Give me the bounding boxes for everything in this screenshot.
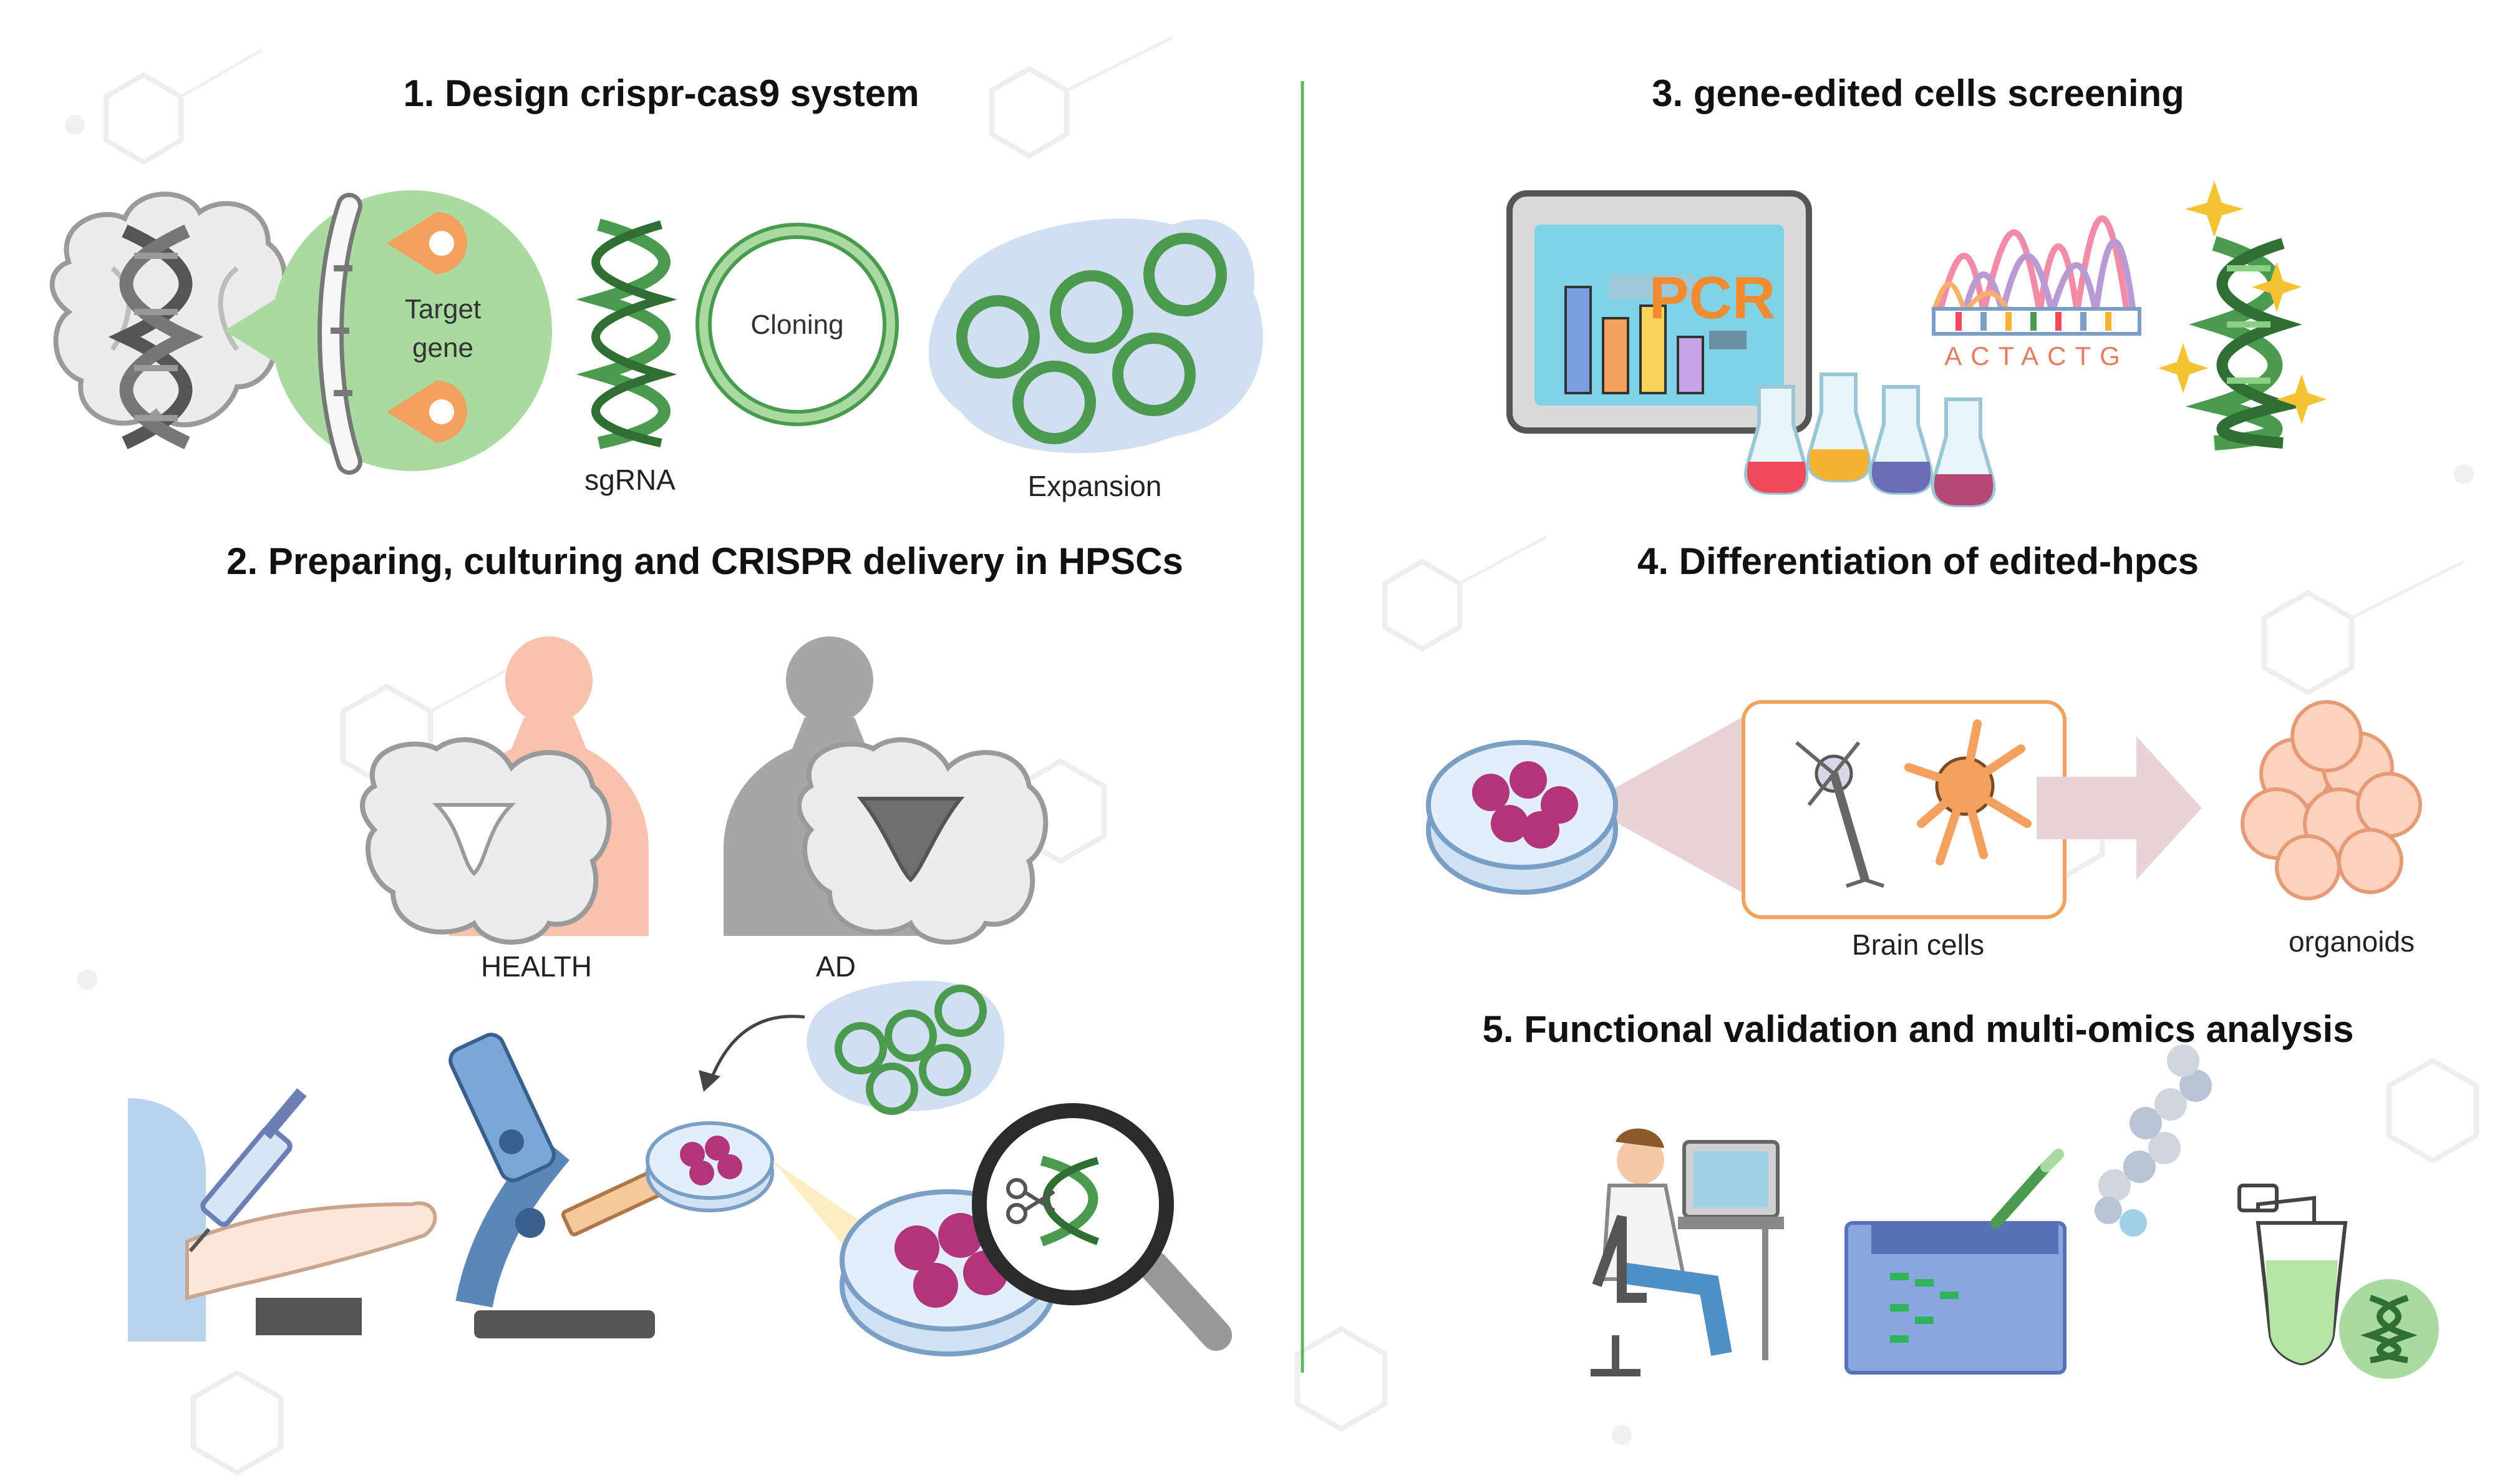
dna-badge-icon — [2339, 1279, 2439, 1379]
ad-label: AD — [816, 950, 856, 983]
healthy-brain-icon — [360, 737, 612, 945]
molecule-chain-icon — [2095, 1044, 2212, 1237]
sgrna-label: sgRNA — [584, 464, 676, 496]
organoids-label: organoids — [2289, 925, 2415, 958]
ad-brain-icon — [797, 737, 1049, 945]
organoid-icon — [2241, 700, 2422, 900]
sparkle-icon — [2158, 181, 2327, 424]
differentiation-arrow — [2037, 736, 2202, 880]
sequencing-chromatogram — [1931, 215, 2141, 336]
step1-title: 1. Design crispr-cas9 system — [403, 72, 919, 114]
step2-title: 2. Preparing, culturing and CRISPR deliv… — [226, 540, 1183, 582]
petri-dish-small — [646, 1121, 774, 1212]
expansion-label: Expansion — [1028, 470, 1162, 502]
microtube-icon — [2237, 1184, 2348, 1366]
monitor-icon — [1506, 190, 1812, 434]
petri-dish-differentiation — [1426, 740, 1618, 895]
sgrna-helix-icon — [576, 218, 677, 449]
astrocyte-icon — [1904, 719, 2032, 865]
magnifier-icon — [972, 1103, 1232, 1351]
scissors-icon — [1006, 1178, 1055, 1224]
neuron-icon — [1795, 741, 1884, 888]
target-gene-bubble: Target gene — [225, 190, 552, 475]
plasmid-blob-small — [807, 980, 1005, 1115]
step5-title: 5. Functional validation and multi-omics… — [1483, 1008, 2354, 1050]
brain-cells-box — [1742, 700, 2067, 919]
target-gene-label-2: gene — [412, 333, 473, 363]
dna-icon — [108, 225, 204, 449]
blood-draw-illustration — [128, 1098, 437, 1341]
pcr-label: PCR — [1649, 265, 1776, 331]
gel-electrophoresis-icon — [1844, 1149, 2067, 1375]
researcher-icon — [1591, 1128, 1784, 1376]
target-gene-label-1: Target — [405, 294, 481, 324]
flask-icon — [1744, 372, 1996, 507]
step4-title: 4. Differentiation of edited-hpcs — [1637, 540, 2199, 582]
location-marker-top — [387, 212, 467, 275]
sequence-label: ACTACTG — [1944, 341, 2129, 371]
cloning-label: Cloning — [750, 309, 843, 340]
zoom-cone-2 — [1584, 711, 1753, 898]
health-label: HEALTH — [481, 950, 592, 983]
plasmid-icon — [695, 223, 899, 426]
brain-cells-label: Brain cells — [1852, 928, 1984, 961]
expansion-blob — [928, 218, 1263, 454]
delivery-arrow — [709, 1015, 805, 1080]
edited-dna-icon — [2185, 236, 2305, 450]
location-marker-bottom — [387, 381, 467, 443]
syringe-icon — [188, 1088, 307, 1252]
step3-title: 3. gene-edited cells screening — [1652, 72, 2184, 114]
